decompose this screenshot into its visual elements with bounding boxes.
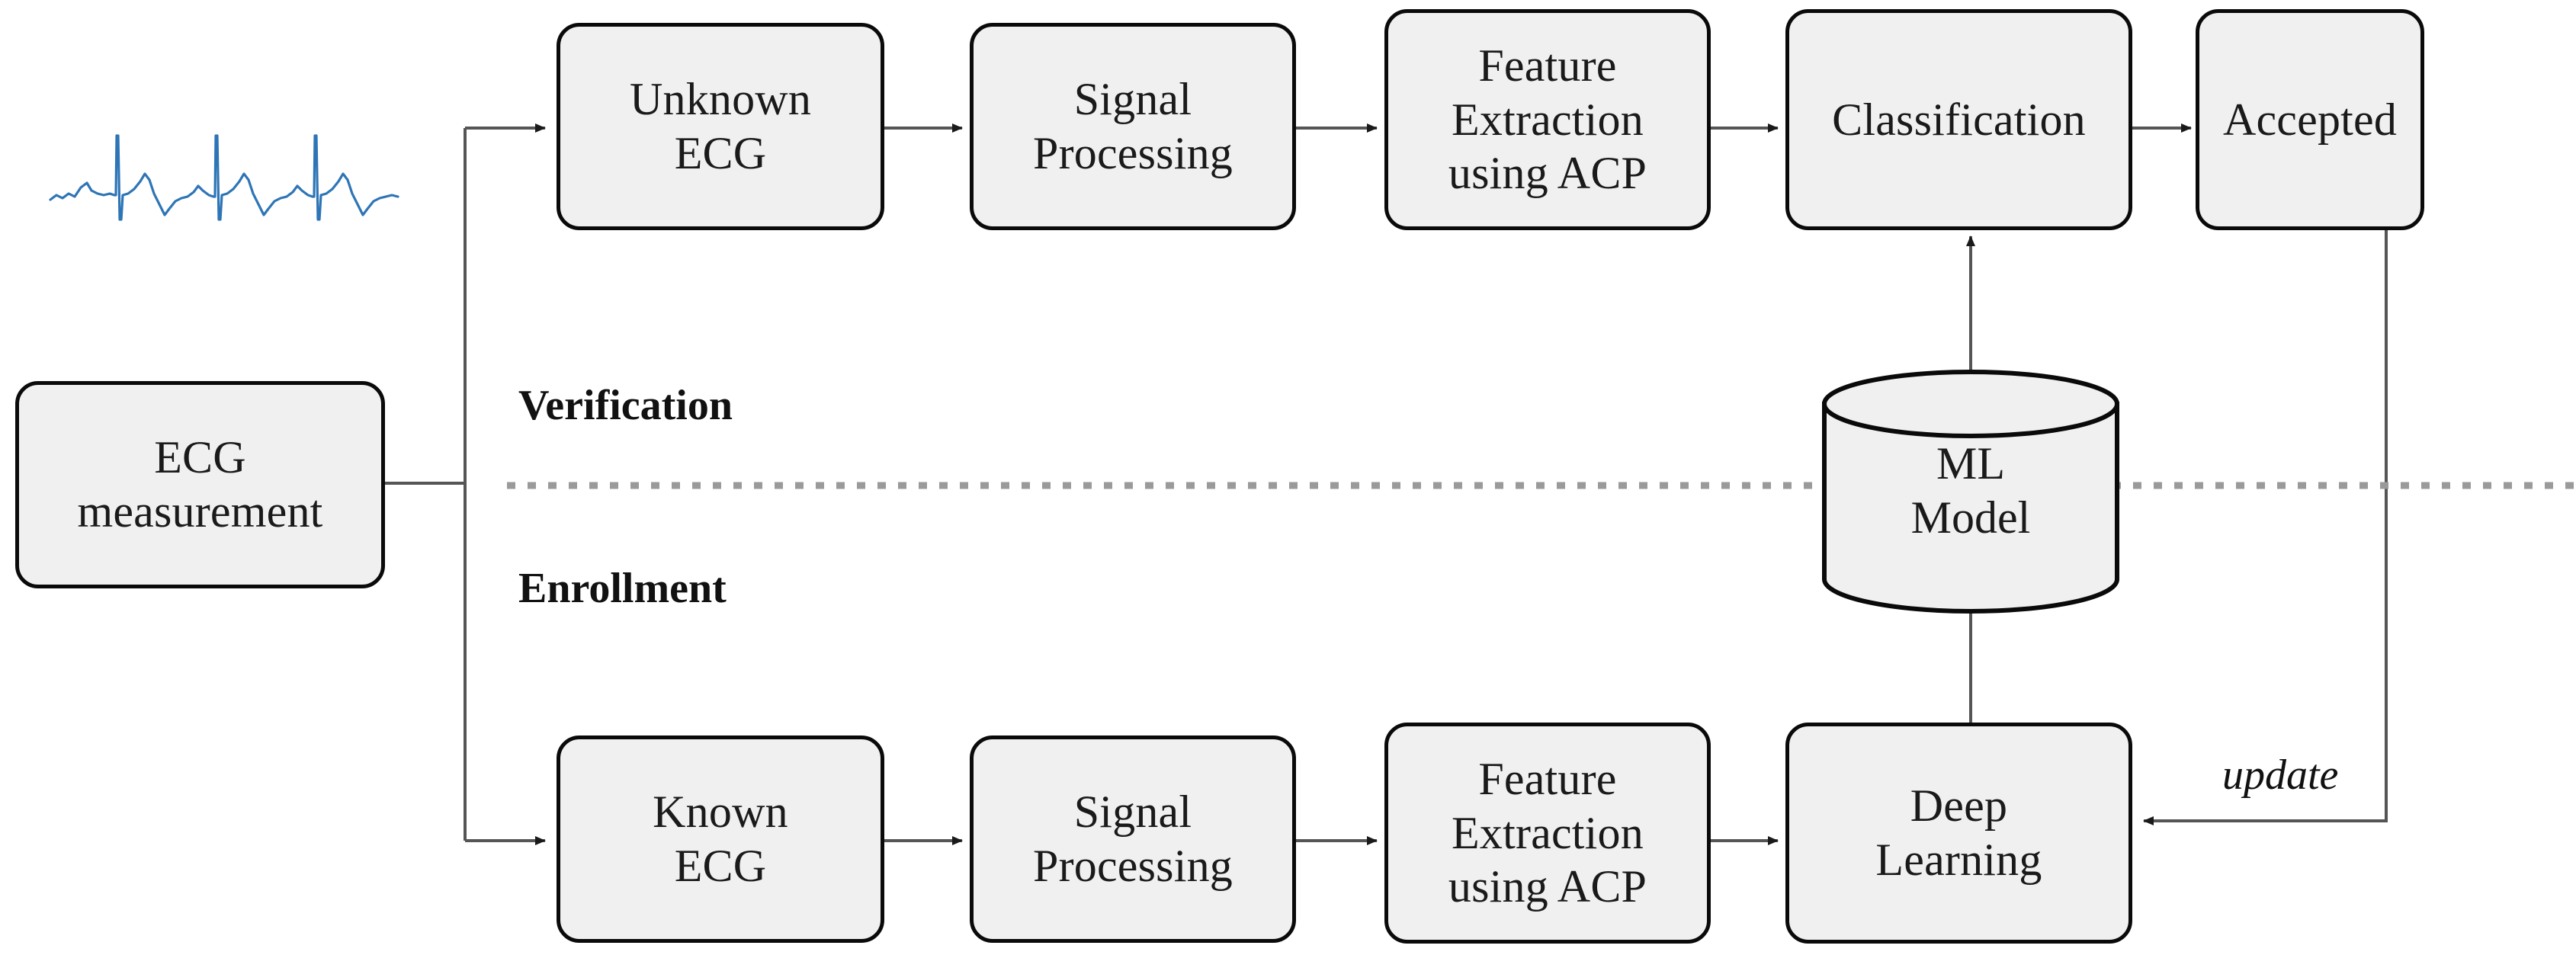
node-known-ecg[interactable]: Known ECG [557, 735, 884, 943]
node-label-classification: Classification [1832, 94, 2086, 145]
ecg-waveform [49, 134, 399, 221]
node-label-feature-extraction-bottom: Feature Extraction using ACP [1448, 753, 1647, 912]
edge-label-update: update [2222, 752, 2339, 799]
node-accepted[interactable]: Accepted [2196, 9, 2424, 230]
node-unknown-ecg[interactable]: Unknown ECG [557, 23, 884, 230]
node-signal-processing-bottom[interactable]: Signal Processing [970, 735, 1296, 943]
section-label-verification: Verification [518, 382, 733, 429]
node-signal-processing-top[interactable]: Signal Processing [970, 23, 1296, 230]
edge-accepted-update-to-deeplearning [2143, 229, 2388, 825]
node-ecg-measurement[interactable]: ECG measurement [15, 381, 385, 588]
node-label-unknown-ecg: Unknown ECG [629, 74, 812, 178]
node-label-signal-processing-top: Signal Processing [1033, 74, 1233, 178]
node-label-ecg-measurement: ECG measurement [77, 432, 323, 537]
node-label-deep-learning: Deep Learning [1875, 780, 2042, 885]
node-deep-learning[interactable]: Deep Learning [1785, 723, 2132, 944]
node-label-ml-model: ML Model [1910, 438, 2031, 543]
node-label-known-ecg: Known ECG [653, 787, 788, 891]
node-label-signal-processing-bottom: Signal Processing [1033, 787, 1233, 891]
node-label-accepted: Accepted [2222, 94, 2398, 145]
node-feature-extraction-bottom[interactable]: Feature Extraction using ACP [1384, 723, 1711, 944]
node-label-feature-extraction-top: Feature Extraction using ACP [1448, 40, 1647, 199]
node-classification[interactable]: Classification [1785, 9, 2132, 230]
section-label-enrollment: Enrollment [518, 565, 727, 612]
cylinder-ml-model[interactable] [1822, 370, 2119, 614]
node-feature-extraction-top[interactable]: Feature Extraction using ACP [1384, 9, 1711, 230]
